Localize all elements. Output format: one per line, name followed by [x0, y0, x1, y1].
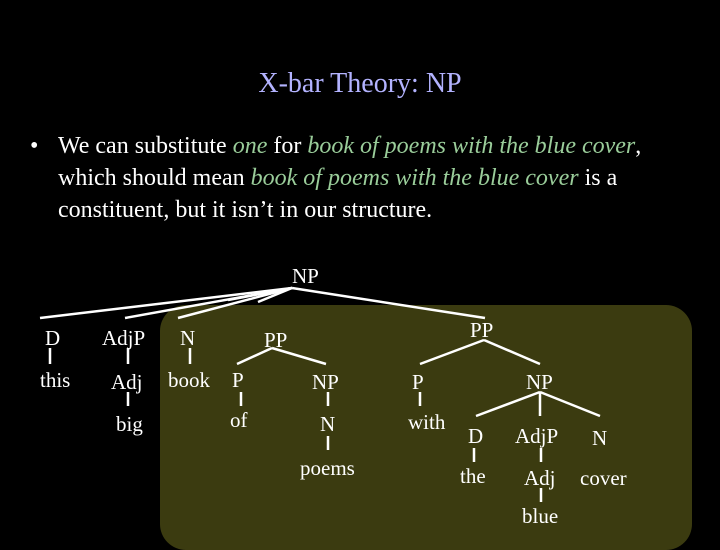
highlight-panel	[160, 305, 692, 550]
tree-node-d: D	[45, 326, 61, 350]
bullet-text-1: We can substitute	[58, 133, 233, 159]
tree-leaf-blue: blue	[522, 504, 559, 528]
bullet-marker: •	[30, 133, 39, 159]
tree-node-np2: NP	[312, 370, 339, 394]
branch-pp1-np	[271, 346, 327, 366]
tree-leaf-poems: poems	[300, 456, 355, 480]
branch-pp2-p	[419, 338, 485, 366]
slide-title: X-bar Theory: NP	[258, 68, 462, 99]
tree-leaf-book: book	[168, 368, 210, 392]
tree-node-np-root: NP	[292, 264, 319, 288]
tree-node-d2: D	[468, 424, 484, 448]
branch-pp1-p	[236, 346, 273, 366]
tree-node-p1: P	[232, 368, 244, 392]
tree-leaf-of: of	[230, 408, 248, 432]
bullet-emphasis-phrase-1: book of poems with the blue cover	[307, 133, 636, 159]
bullet-text-4: is a constituent, but it isn’t in our st…	[58, 165, 618, 223]
branch-np-pp1	[227, 286, 293, 302]
tree-node-adjp2: AdjP	[515, 424, 559, 448]
tree-node-n3: N	[592, 426, 608, 450]
tree-node-n: N	[180, 326, 196, 350]
branch-np-d	[39, 286, 293, 320]
bullet-emphasis-one: one	[232, 133, 268, 159]
bullet-emphasis-phrase-2: book of poems with the blue cover	[250, 165, 579, 191]
tree-node-n2: N	[320, 412, 336, 436]
tree-leaf-cover: cover	[580, 466, 627, 490]
bullet-text-3: , which should mean	[58, 133, 642, 191]
bullet-text-2: for	[267, 133, 308, 159]
branch-np-d2	[475, 390, 541, 418]
bullet-text: We can substitute one for book of poems …	[58, 130, 698, 226]
tree-node-np3: NP	[526, 370, 553, 394]
tree-node-pp1: PP	[264, 328, 288, 352]
tree-leaf-with: with	[408, 410, 446, 434]
branch-np-n	[177, 286, 293, 320]
tree-leaf-the: the	[460, 464, 486, 488]
tree-leaf-big: big	[116, 412, 143, 436]
tree-node-adj: Adj	[111, 370, 143, 394]
branch-np-pp2	[291, 286, 486, 320]
tree-node-adjp: AdjP	[102, 326, 146, 350]
branch-np-n3	[539, 390, 601, 418]
tree-node-adj2: Adj	[524, 466, 556, 490]
tree-leaf-this: this	[40, 368, 71, 392]
branch-np-pp1b	[257, 286, 293, 304]
tree-node-p2: P	[412, 370, 424, 394]
branch-pp2-np	[483, 338, 541, 366]
tree-node-pp2: PP	[470, 318, 494, 342]
